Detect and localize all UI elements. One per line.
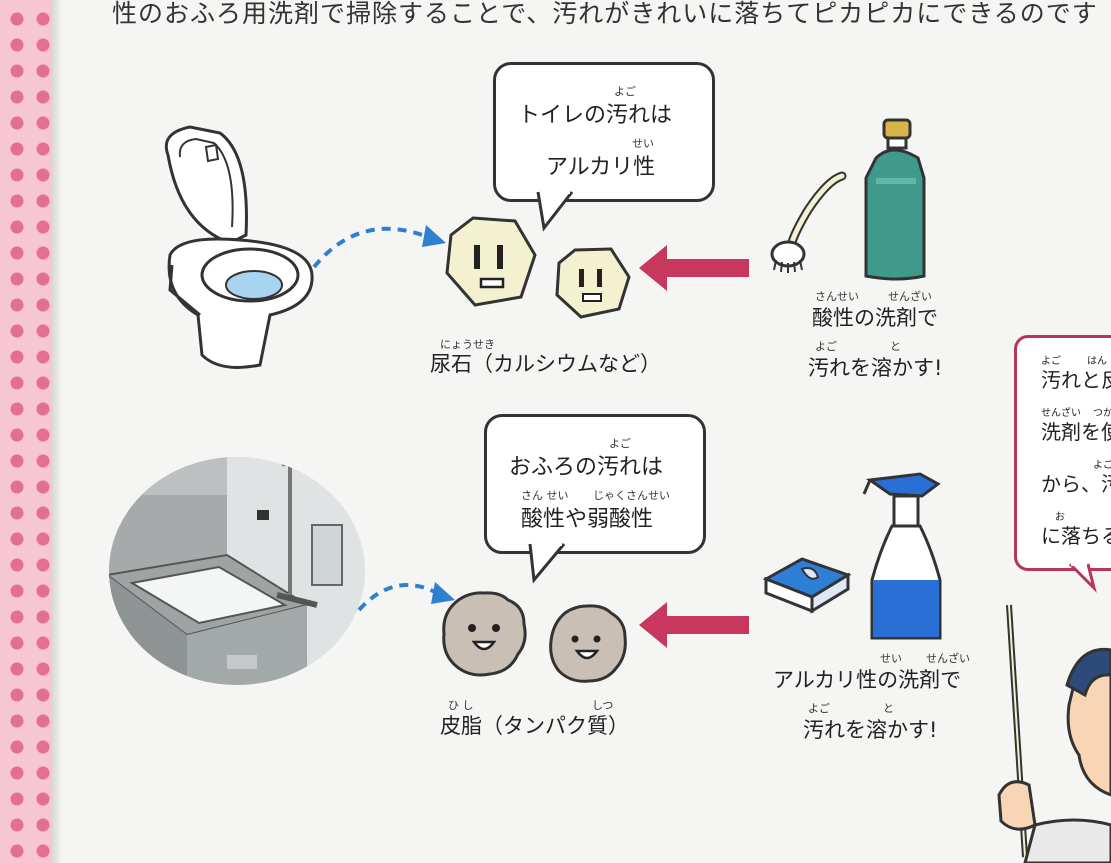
bubble-line-2: アルカリ性 [546,155,656,180]
ruby-sei: せい [632,137,654,150]
bubble-bath-line-1: おふろの汚れは [509,455,664,480]
urine-stone-large [445,216,537,307]
hint-ruby-1b: はん [1087,356,1107,367]
hint-ruby-2a: せんざい [1041,408,1081,419]
bubble-line-1: トイレの汚れは [518,103,673,128]
cleaner-text-acid-line1: 酸性の洗剤で [812,306,938,330]
ruby-to-bath: と [883,702,894,715]
hint-line-2: 洗剤を使 [1041,420,1111,444]
ruby-sei-bath: せい [880,652,902,665]
pink-polka-dot-border [0,0,52,863]
hint-ruby-1a: よご [1041,356,1061,367]
cleaner-text-acid-line2: 汚れを溶かす! [808,356,943,380]
red-arrow-bath [639,602,749,648]
dashed-arrow-toilet [312,225,446,269]
stain-ruby-shitsu: しつ [592,699,614,712]
hint-box-tail [1068,562,1097,593]
stain-ruby-hishi: ひ し [448,699,474,712]
character-with-pointer [997,604,1111,863]
bathroom-illustration [109,457,365,685]
ruby-jakusansei: じゃくさんせい [593,489,670,502]
ruby-sansei-bath: さん せい [521,489,569,502]
cleaner-text-alkali-line1: アルカリ性の洗剤で [773,668,962,692]
hint-line-1: 汚れと反 [1041,368,1111,392]
bubble-tail-bath [528,542,566,584]
hint-ruby-2b: つか [1093,408,1111,419]
ruby-sansei: さんせい [815,290,859,303]
page-edge [52,0,62,863]
hint-ruby-4: お [1055,512,1065,523]
cleaner-text-alkali-line2: 汚れを溶かす! [803,718,938,742]
spray-bottle-icon [862,472,942,640]
ruby-yogo-bath: よご [609,437,631,450]
hint-ruby-3: よご [1093,460,1111,471]
speech-bubble-bath: よご おふろの汚れは さん せい じゃくさんせい 酸性や弱酸性 [484,414,706,554]
side-hint-box: よご はん 汚れと反 せんざい つか 洗剤を使 よご から、汚 お に落ちる [1014,335,1111,571]
sponge-icon [762,557,852,614]
red-arrow-toilet [639,245,749,291]
speech-bubble-toilet: よご トイレの汚れは せい アルカリ性 [493,62,715,202]
sebum-blob-large [442,591,527,677]
sebum-blob-small [549,604,627,683]
ruby-to: と [890,340,901,353]
bubble-tail-toilet [536,190,574,232]
hint-line-4: に落ちる [1041,524,1111,548]
stain-label-sebum: 皮脂（タンパク質） [440,714,629,738]
toilet-illustration [164,125,314,369]
toilet-brush-icon [770,171,847,273]
top-text-line: 性のおふろ用洗剤で掃除することで、汚れがきれいに落ちてピカピカにできるのです [112,0,1098,28]
bubble-bath-line-2: 酸性や弱酸性 [521,507,654,532]
stain-label-urine-stone: 尿石（カルシウムなど） [430,352,661,376]
hint-line-3: から、汚 [1041,472,1111,496]
acid-cleaner-bottle-icon [864,118,926,281]
ruby-yogo-bath-2: よご [808,702,830,715]
urine-stone-small [555,247,631,319]
ruby-yogo: よご [614,85,636,98]
stain-ruby-nyouseki: にょうせき [440,338,495,351]
ruby-senzai-bath: せんざい [926,652,970,665]
ruby-yogo-2: よご [815,340,837,353]
dashed-arrow-bath [357,582,455,612]
ruby-senzai: せんざい [888,290,932,303]
